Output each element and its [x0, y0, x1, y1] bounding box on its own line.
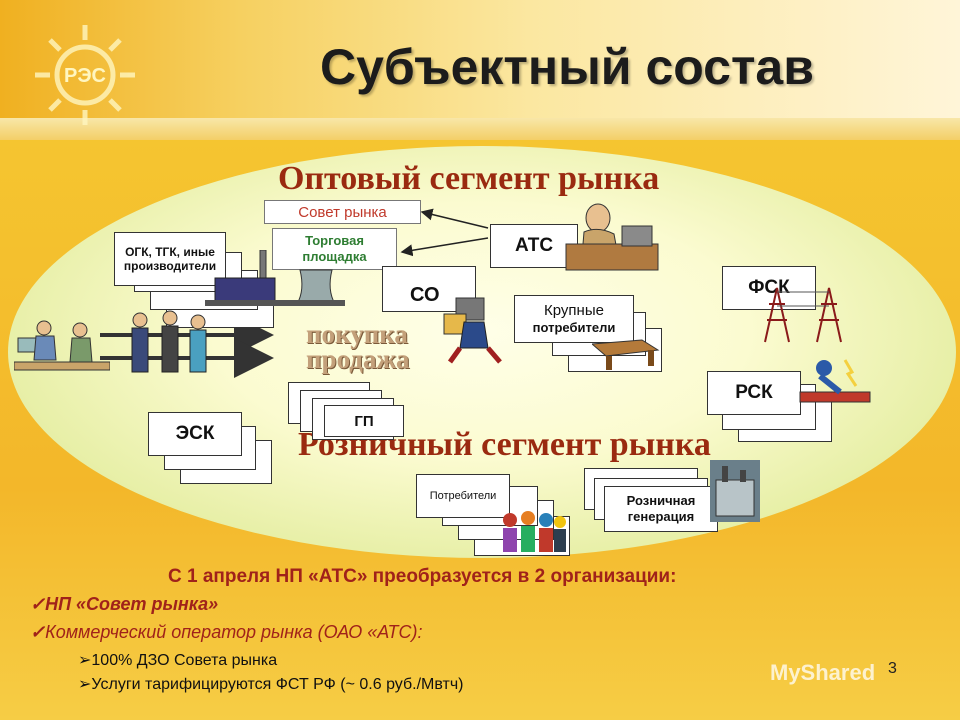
esk-box: ЭСК	[148, 412, 242, 456]
ats-box: АТС	[490, 224, 578, 268]
generation-station-icon	[710, 460, 760, 522]
watermark: MyShared	[770, 660, 876, 685]
trade-text: покупка продажа	[306, 319, 410, 374]
notes-heading: С 1 апреля НП «АТС» преобразуется в 2 ор…	[168, 566, 677, 587]
wholesale-segment-title: Оптовый сегмент рынка	[278, 160, 660, 197]
rsk-box: РСК	[707, 371, 801, 415]
consumers-box: Потребители	[416, 474, 510, 518]
market-council-box: Совет рынка	[264, 200, 421, 224]
retail-gen-label-1: Розничная	[626, 493, 696, 508]
logo-text: РЭС	[64, 65, 106, 87]
notes-subitem-1-text: 100% ДЗО Совета рынка	[91, 652, 278, 669]
gp-box: ГП	[324, 405, 404, 437]
trade-buy-label: покупка	[306, 319, 408, 349]
rsk-label: РСК	[735, 382, 773, 403]
clerk-at-desk-icon	[565, 203, 659, 271]
fsk-label: ФСК	[748, 277, 790, 298]
check-icon: ✓	[30, 594, 46, 614]
trading-floor-box: Торговая площадка	[272, 228, 397, 270]
market-council-label: Совет рынка	[298, 203, 387, 221]
trading-floor-label: Торговая площадка	[302, 233, 367, 264]
notes-item-1-text: НП «Совет рынка»	[45, 594, 219, 614]
large-consumers-box: Крупные потребители	[514, 295, 634, 343]
retail-gen-label-2: генерация	[627, 509, 695, 524]
trade-sell-label: продажа	[306, 344, 410, 374]
operator-figure-icon	[443, 297, 502, 364]
desk-icon	[592, 339, 660, 370]
ats-label: АТС	[514, 235, 554, 256]
page-number: 3	[888, 660, 897, 677]
transmission-towers-icon	[764, 287, 842, 343]
notes-subitem-2-text: Услуги тарифицируются ФСТ РФ (~ 0.6 руб.…	[91, 676, 464, 693]
notes-item-2-text: Коммерческий оператор рынка (ОАО «АТС):	[45, 622, 423, 642]
notes-item-1: ✓НП «Совет рынка»	[30, 594, 218, 615]
power-plant-icon	[205, 250, 345, 306]
consumers-label: Потребители	[429, 490, 497, 502]
lineman-icon	[799, 359, 871, 403]
generators-label: ОГК, ТГК, иные производители	[123, 245, 217, 273]
people-at-computers-icon	[14, 320, 110, 371]
esk-label: ЭСК	[175, 423, 215, 444]
businessmen-icon	[131, 310, 207, 373]
check-icon: ✓	[30, 622, 46, 642]
so-label: СО	[410, 284, 440, 306]
company-logo: РЭС	[35, 25, 135, 125]
crowd-icon	[503, 511, 566, 552]
arrow-bullet-icon: ➢	[78, 652, 92, 669]
retail-gen-box: Розничная генерация	[604, 486, 718, 532]
fsk-box: ФСК	[722, 266, 816, 310]
slide-title: Субъектный состав	[320, 39, 814, 95]
notes-subitem-2: ➢Услуги тарифицируются ФСТ РФ (~ 0.6 руб…	[78, 674, 464, 694]
arrow-bullet-icon: ➢	[78, 676, 92, 693]
large-consumers-label-1: Крупные	[544, 302, 604, 319]
notes-subitem-1: ➢100% ДЗО Совета рынка	[78, 650, 277, 670]
slide-header	[0, 0, 960, 130]
large-consumers-label-2: потребители	[532, 320, 616, 335]
notes-item-2: ✓Коммерческий оператор рынка (ОАО «АТС):	[30, 622, 423, 643]
gp-label: ГП	[354, 412, 374, 430]
generators-box: ОГК, ТГК, иные производители	[114, 232, 226, 286]
